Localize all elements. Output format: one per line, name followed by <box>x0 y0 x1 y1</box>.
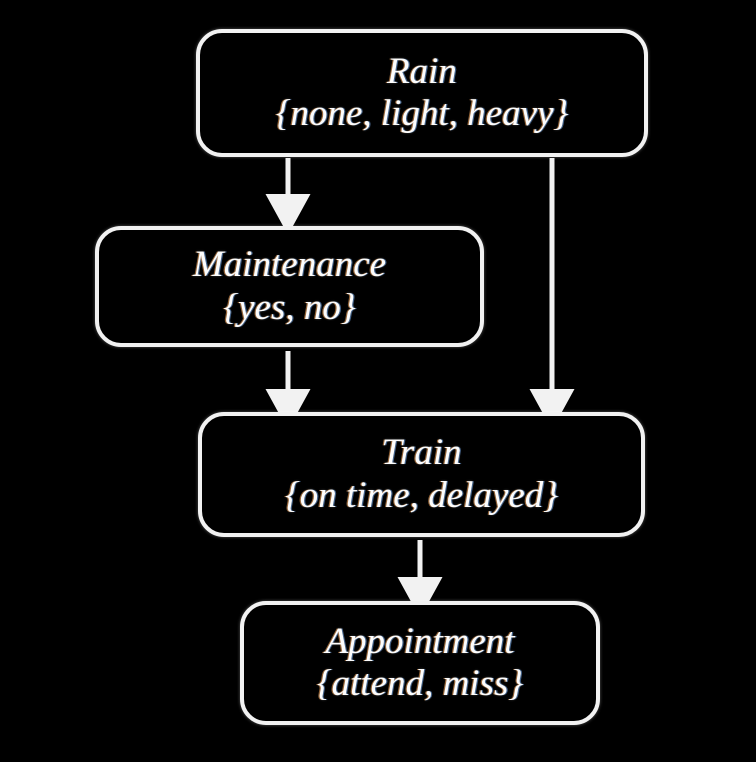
node-maintenance-states: {yes, no} <box>223 286 356 328</box>
node-train-states: {on time, delayed} <box>284 474 559 516</box>
node-rain-states: {none, light, heavy} <box>275 93 569 134</box>
node-rain[interactable]: Rain {none, light, heavy} <box>196 29 648 157</box>
node-train[interactable]: Train {on time, delayed} <box>198 412 645 537</box>
node-appointment-states: {attend, miss} <box>316 663 524 704</box>
node-appointment[interactable]: Appointment {attend, miss} <box>240 601 600 725</box>
node-appointment-label: Appointment <box>325 620 515 662</box>
node-maintenance-label: Maintenance <box>192 244 387 286</box>
node-train-label: Train <box>381 432 462 474</box>
node-maintenance[interactable]: Maintenance {yes, no} <box>95 226 484 347</box>
node-rain-label: Rain <box>387 50 457 92</box>
